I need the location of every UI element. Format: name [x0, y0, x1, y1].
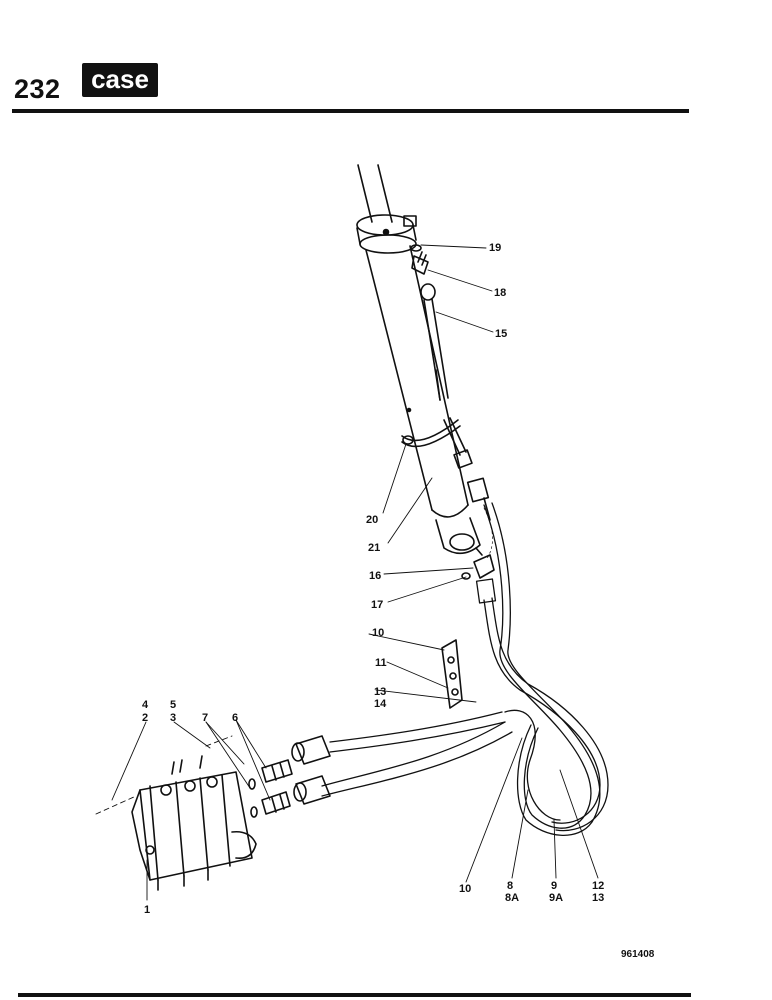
callout-16: 16 — [369, 570, 381, 582]
upper-elbow-fitting — [410, 244, 429, 275]
callout-21: 21 — [368, 542, 380, 554]
callout-1: 1 — [144, 904, 150, 916]
callout-13-lower: 13 — [592, 892, 604, 904]
callout-9: 9 — [551, 880, 557, 892]
callout-8: 8 — [507, 880, 513, 892]
callout-20: 20 — [366, 514, 378, 526]
callout-labels: 19 18 15 20 21 16 17 10 11 13 14 4 2 5 3… — [142, 242, 604, 916]
callout-12: 12 — [592, 880, 604, 892]
case-logo-text: case — [91, 64, 149, 94]
adapter-fitting-lower — [261, 791, 291, 815]
hydraulic-cylinder — [356, 214, 481, 555]
page-number: 232 — [14, 74, 61, 104]
callout-2: 2 — [142, 712, 148, 724]
elbow-fitting-16 — [461, 547, 495, 580]
callout-6: 6 — [232, 712, 238, 724]
callout-9a: 9A — [549, 892, 563, 904]
leader-lines — [111, 244, 599, 901]
callout-8a: 8A — [505, 892, 519, 904]
connection-arc — [483, 507, 493, 561]
callout-10: 10 — [372, 627, 384, 639]
callout-7: 7 — [202, 712, 208, 724]
callout-18: 18 — [494, 287, 506, 299]
drawing-code: 961408 — [621, 949, 655, 960]
hose-clip-block — [441, 639, 463, 709]
cylinder-hose-fitting — [466, 477, 491, 521]
rigid-tube — [420, 283, 473, 469]
page-header: 232 case — [0, 0, 772, 120]
callout-17: 17 — [371, 599, 383, 611]
alignment-line — [95, 735, 233, 815]
o-ring — [248, 778, 258, 818]
adapter-fitting-upper — [261, 759, 293, 783]
case-logo: case — [82, 63, 158, 97]
callout-15: 15 — [495, 328, 507, 340]
hose-upper-b — [475, 578, 609, 832]
hose-upper-a — [483, 502, 601, 836]
callout-14: 14 — [374, 698, 387, 710]
hose-end-fitting-lower — [293, 775, 331, 805]
hose-lower-long — [321, 709, 561, 821]
piston-rod — [357, 164, 393, 223]
callout-10-lower: 10 — [459, 883, 471, 895]
callout-5: 5 — [170, 699, 176, 711]
callout-4: 4 — [142, 699, 149, 711]
hose-end-fitting-upper — [291, 735, 331, 765]
callout-11: 11 — [375, 657, 387, 669]
callout-19: 19 — [489, 242, 501, 254]
header-rule — [12, 109, 689, 113]
footer-rule — [18, 993, 691, 997]
callout-3: 3 — [170, 712, 176, 724]
callout-13: 13 — [374, 686, 386, 698]
control-valve — [131, 755, 257, 891]
